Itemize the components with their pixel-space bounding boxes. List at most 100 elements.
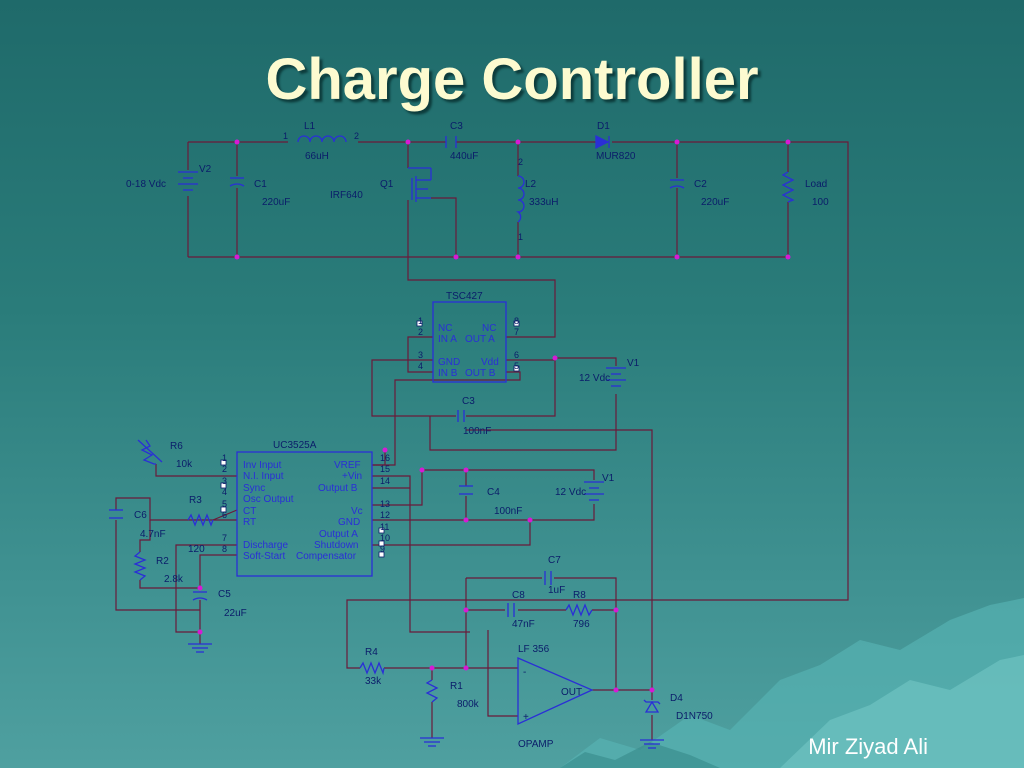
- v2-value: 0-18 Vdc: [126, 179, 166, 190]
- uc3525a-ic-body: [236, 451, 373, 577]
- tsc427-pin-3: 3: [418, 350, 423, 360]
- uc-pin-7-name: Discharge: [243, 540, 288, 551]
- uc-pin-10: 10: [380, 533, 390, 543]
- lf356-opamp-body: [517, 657, 594, 726]
- r1-ref: R1: [450, 681, 463, 692]
- uc-pin-5-name: CT: [243, 506, 256, 517]
- l2-ref: L2: [525, 179, 537, 190]
- tsc427-ic-body: [432, 301, 507, 383]
- tsc427-pin-4: 4: [418, 361, 423, 371]
- tsc427-pin-5: 5: [514, 361, 519, 371]
- v1-mid-ref: V1: [602, 473, 615, 484]
- uc-pin-3: 3: [222, 476, 227, 486]
- c5-ref: C5: [218, 589, 231, 600]
- tsc427-pin-2-name: IN A: [438, 334, 457, 345]
- uc-pin-4: 4: [222, 487, 227, 497]
- v1-top-ref: V1: [627, 358, 640, 369]
- c1-ref: C1: [254, 179, 267, 190]
- wires: [115, 141, 849, 740]
- c2-capacitor-symbol: [669, 179, 685, 189]
- uc-pin-9-name: Compensator: [296, 551, 357, 562]
- ground-symbol-1: [188, 643, 212, 653]
- tsc427-pin-1: 1: [418, 316, 423, 326]
- v1-mid-battery-symbol: [584, 481, 604, 501]
- v2-ref: V2: [199, 164, 212, 175]
- r2-resistor-symbol: [133, 551, 147, 581]
- d4-ref: D4: [670, 693, 683, 704]
- r3-resistor-symbol: [187, 513, 214, 527]
- uc-pin-12-name: GND: [338, 517, 360, 528]
- uc3525a-left-pin-numbers: 1 2 3 4 5 6 7 8: [222, 453, 227, 554]
- uc-pin-14-name: Output B: [318, 483, 358, 494]
- c3-mid-capacitor-symbol: [457, 410, 465, 422]
- opamp-plus-label: +: [523, 712, 529, 723]
- r6-value: 10k: [176, 459, 193, 470]
- tsc427-pin-4-name: IN B: [438, 368, 458, 379]
- c7-capacitor-symbol: [544, 571, 552, 585]
- ground-symbol-3: [640, 739, 664, 749]
- r2-ref: R2: [156, 556, 169, 567]
- c1-value: 220uF: [262, 197, 290, 208]
- opamp-minus-label: -: [523, 667, 526, 678]
- uc-pin-11-name: Output A: [319, 529, 358, 540]
- uc-pin-2: 2: [222, 464, 227, 474]
- c4-value: 100nF: [494, 506, 522, 517]
- ground-symbol-2: [420, 737, 444, 747]
- tsc427-pin-3-name: GND: [438, 357, 460, 368]
- uc-pin-6-name: RT: [243, 517, 256, 528]
- pin-stubs: [220, 320, 520, 558]
- c4-ref: C4: [487, 487, 500, 498]
- r8-ref: R8: [573, 590, 586, 601]
- uc3525a-ref: UC3525A: [273, 440, 317, 451]
- uc-pin-7: 7: [222, 533, 227, 543]
- slide-title: Charge Controller: [265, 47, 759, 112]
- v2-battery-symbol: [178, 171, 198, 191]
- author-name: Mir Ziyad Ali: [808, 734, 928, 759]
- r4-resistor-symbol: [359, 661, 385, 676]
- tsc427-pin-1-name: NC: [438, 323, 452, 334]
- l1-ref: L1: [304, 121, 316, 132]
- uc-pin-9: 9: [380, 544, 385, 554]
- d4-value: D1N750: [676, 711, 713, 722]
- l2-value: 333uH: [529, 197, 558, 208]
- uc-pin-1: 1: [222, 453, 227, 463]
- c6-ref: C6: [134, 510, 147, 521]
- uc-pin-15: 15: [380, 464, 390, 474]
- load-resistor-symbol: [781, 171, 795, 203]
- uc-pin-3-name: Sync: [243, 483, 265, 494]
- c4-capacitor-symbol: [459, 485, 473, 495]
- l1-pin2: 2: [354, 131, 359, 141]
- tsc427-pin-5-name: OUT B: [465, 368, 496, 379]
- d4-zener-symbol: [643, 699, 661, 713]
- c3-top-value: 440uF: [450, 151, 478, 162]
- c2-ref: C2: [694, 179, 707, 190]
- uc-pin-8-name: Soft-Start: [243, 551, 285, 562]
- c7-value: 1uF: [548, 585, 565, 596]
- uc-pin-2-name: N.I. Input: [243, 471, 284, 482]
- l2-pin1: 1: [518, 232, 523, 242]
- uc3525a-left-pin-names: Inv Input N.I. Input Sync Osc Output CT …: [243, 460, 294, 562]
- r8-value: 796: [573, 619, 590, 630]
- r4-value: 33k: [365, 676, 382, 687]
- l1-inductor-symbol: [297, 135, 347, 143]
- c6-value: 4.7nF: [140, 529, 166, 540]
- v1-top-battery-symbol: [606, 367, 626, 387]
- q1-mosfet-symbol: [408, 167, 432, 202]
- tsc427-pin-6: 6: [514, 350, 519, 360]
- tsc427-pin-7-name: OUT A: [465, 334, 495, 345]
- tsc427-pin-7: 7: [514, 327, 519, 337]
- r6-ref: R6: [170, 441, 183, 452]
- tsc427-pin-8: 8: [514, 316, 519, 326]
- c5-capacitor-symbol: [192, 591, 208, 601]
- uc-pin-15-name: +Vin: [342, 471, 362, 482]
- load-ref: Load: [805, 179, 827, 190]
- opamp-name: OPAMP: [518, 739, 554, 750]
- v1-top-value: 12 Vdc: [579, 373, 610, 384]
- tsc427-pin-8-name: NC: [482, 323, 496, 334]
- d1-value: MUR820: [596, 151, 636, 162]
- c6-capacitor-symbol: [109, 509, 123, 519]
- junction-dots: [197, 139, 791, 693]
- c2-value: 220uF: [701, 197, 729, 208]
- r1-value: 800k: [457, 699, 480, 710]
- uc-pin-4-name: Osc Output: [243, 494, 294, 505]
